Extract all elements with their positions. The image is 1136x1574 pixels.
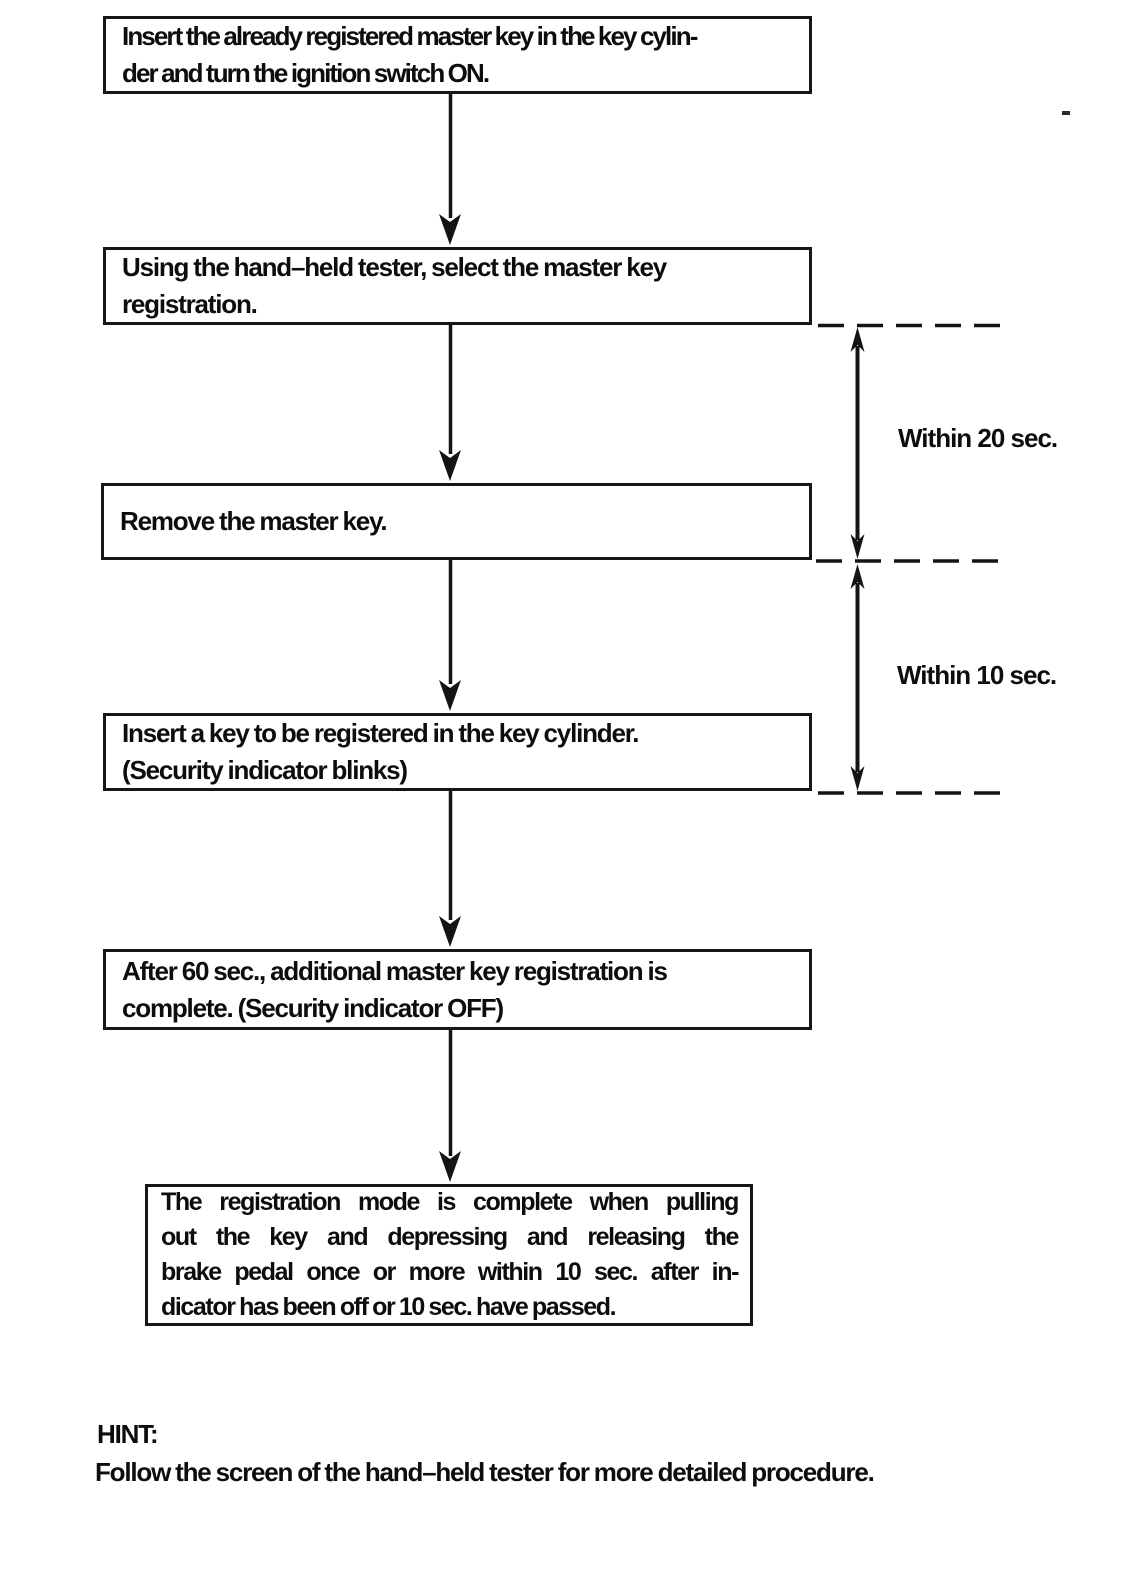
flow-step-text-line: After 60 sec., additional master key reg… (122, 955, 668, 986)
flow-step-text-line: der and turn the ignition switch ON. (122, 58, 490, 88)
flow-step-text-line: complete. (Security indicator OFF) (122, 992, 504, 1023)
timing-span-arrow-10s (850, 564, 865, 791)
connector-arrow-1 (439, 94, 461, 245)
connector-arrow-5 (439, 1030, 461, 1182)
flow-box-step-3: Remove the master key. (101, 483, 812, 560)
flow-step-text-line: dicator has been off or 10 sec. have pas… (161, 1293, 617, 1321)
scan-artifact-dot (1062, 111, 1070, 115)
flow-step-text-line: Insert a key to be registered in the key… (122, 718, 639, 748)
flow-box-step-5: After 60 sec., additional master key reg… (103, 949, 812, 1030)
flow-box-step-1: Insert the already registered master key… (103, 16, 812, 94)
hint-label: HINT: (97, 1419, 159, 1449)
flow-step-text-line: brake pedal once or more within 10 sec. … (161, 1258, 739, 1286)
connector-arrow-4 (439, 791, 461, 947)
flow-step-text-line: (Security indicator blinks) (122, 755, 408, 785)
timing-label-20s: Within 20 sec. (898, 423, 1058, 453)
flow-step-text-line: out the key and depressing and releasing… (161, 1223, 739, 1251)
hint-text: Follow the screen of the hand–held teste… (95, 1457, 875, 1487)
timing-span-arrow-20s (850, 327, 865, 559)
flow-box-step-2: Using the hand–held tester, select the m… (103, 247, 812, 325)
connector-arrow-2 (439, 325, 461, 481)
flow-step-text-line: Using the hand–held tester, select the m… (122, 252, 667, 282)
flow-box-step-4: Insert a key to be registered in the key… (103, 713, 812, 791)
flow-box-step-6: The registration mode is complete when p… (145, 1184, 753, 1326)
flow-step-text-line: The registration mode is complete when p… (161, 1188, 739, 1216)
connector-arrow-3 (439, 560, 461, 711)
flow-step-text-line: registration. (122, 289, 258, 319)
flow-step-text-line: Remove the master key. (120, 506, 388, 536)
timing-label-10s: Within 10 sec. (897, 660, 1057, 690)
flow-step-text-line: Insert the already registered master key… (122, 21, 698, 51)
